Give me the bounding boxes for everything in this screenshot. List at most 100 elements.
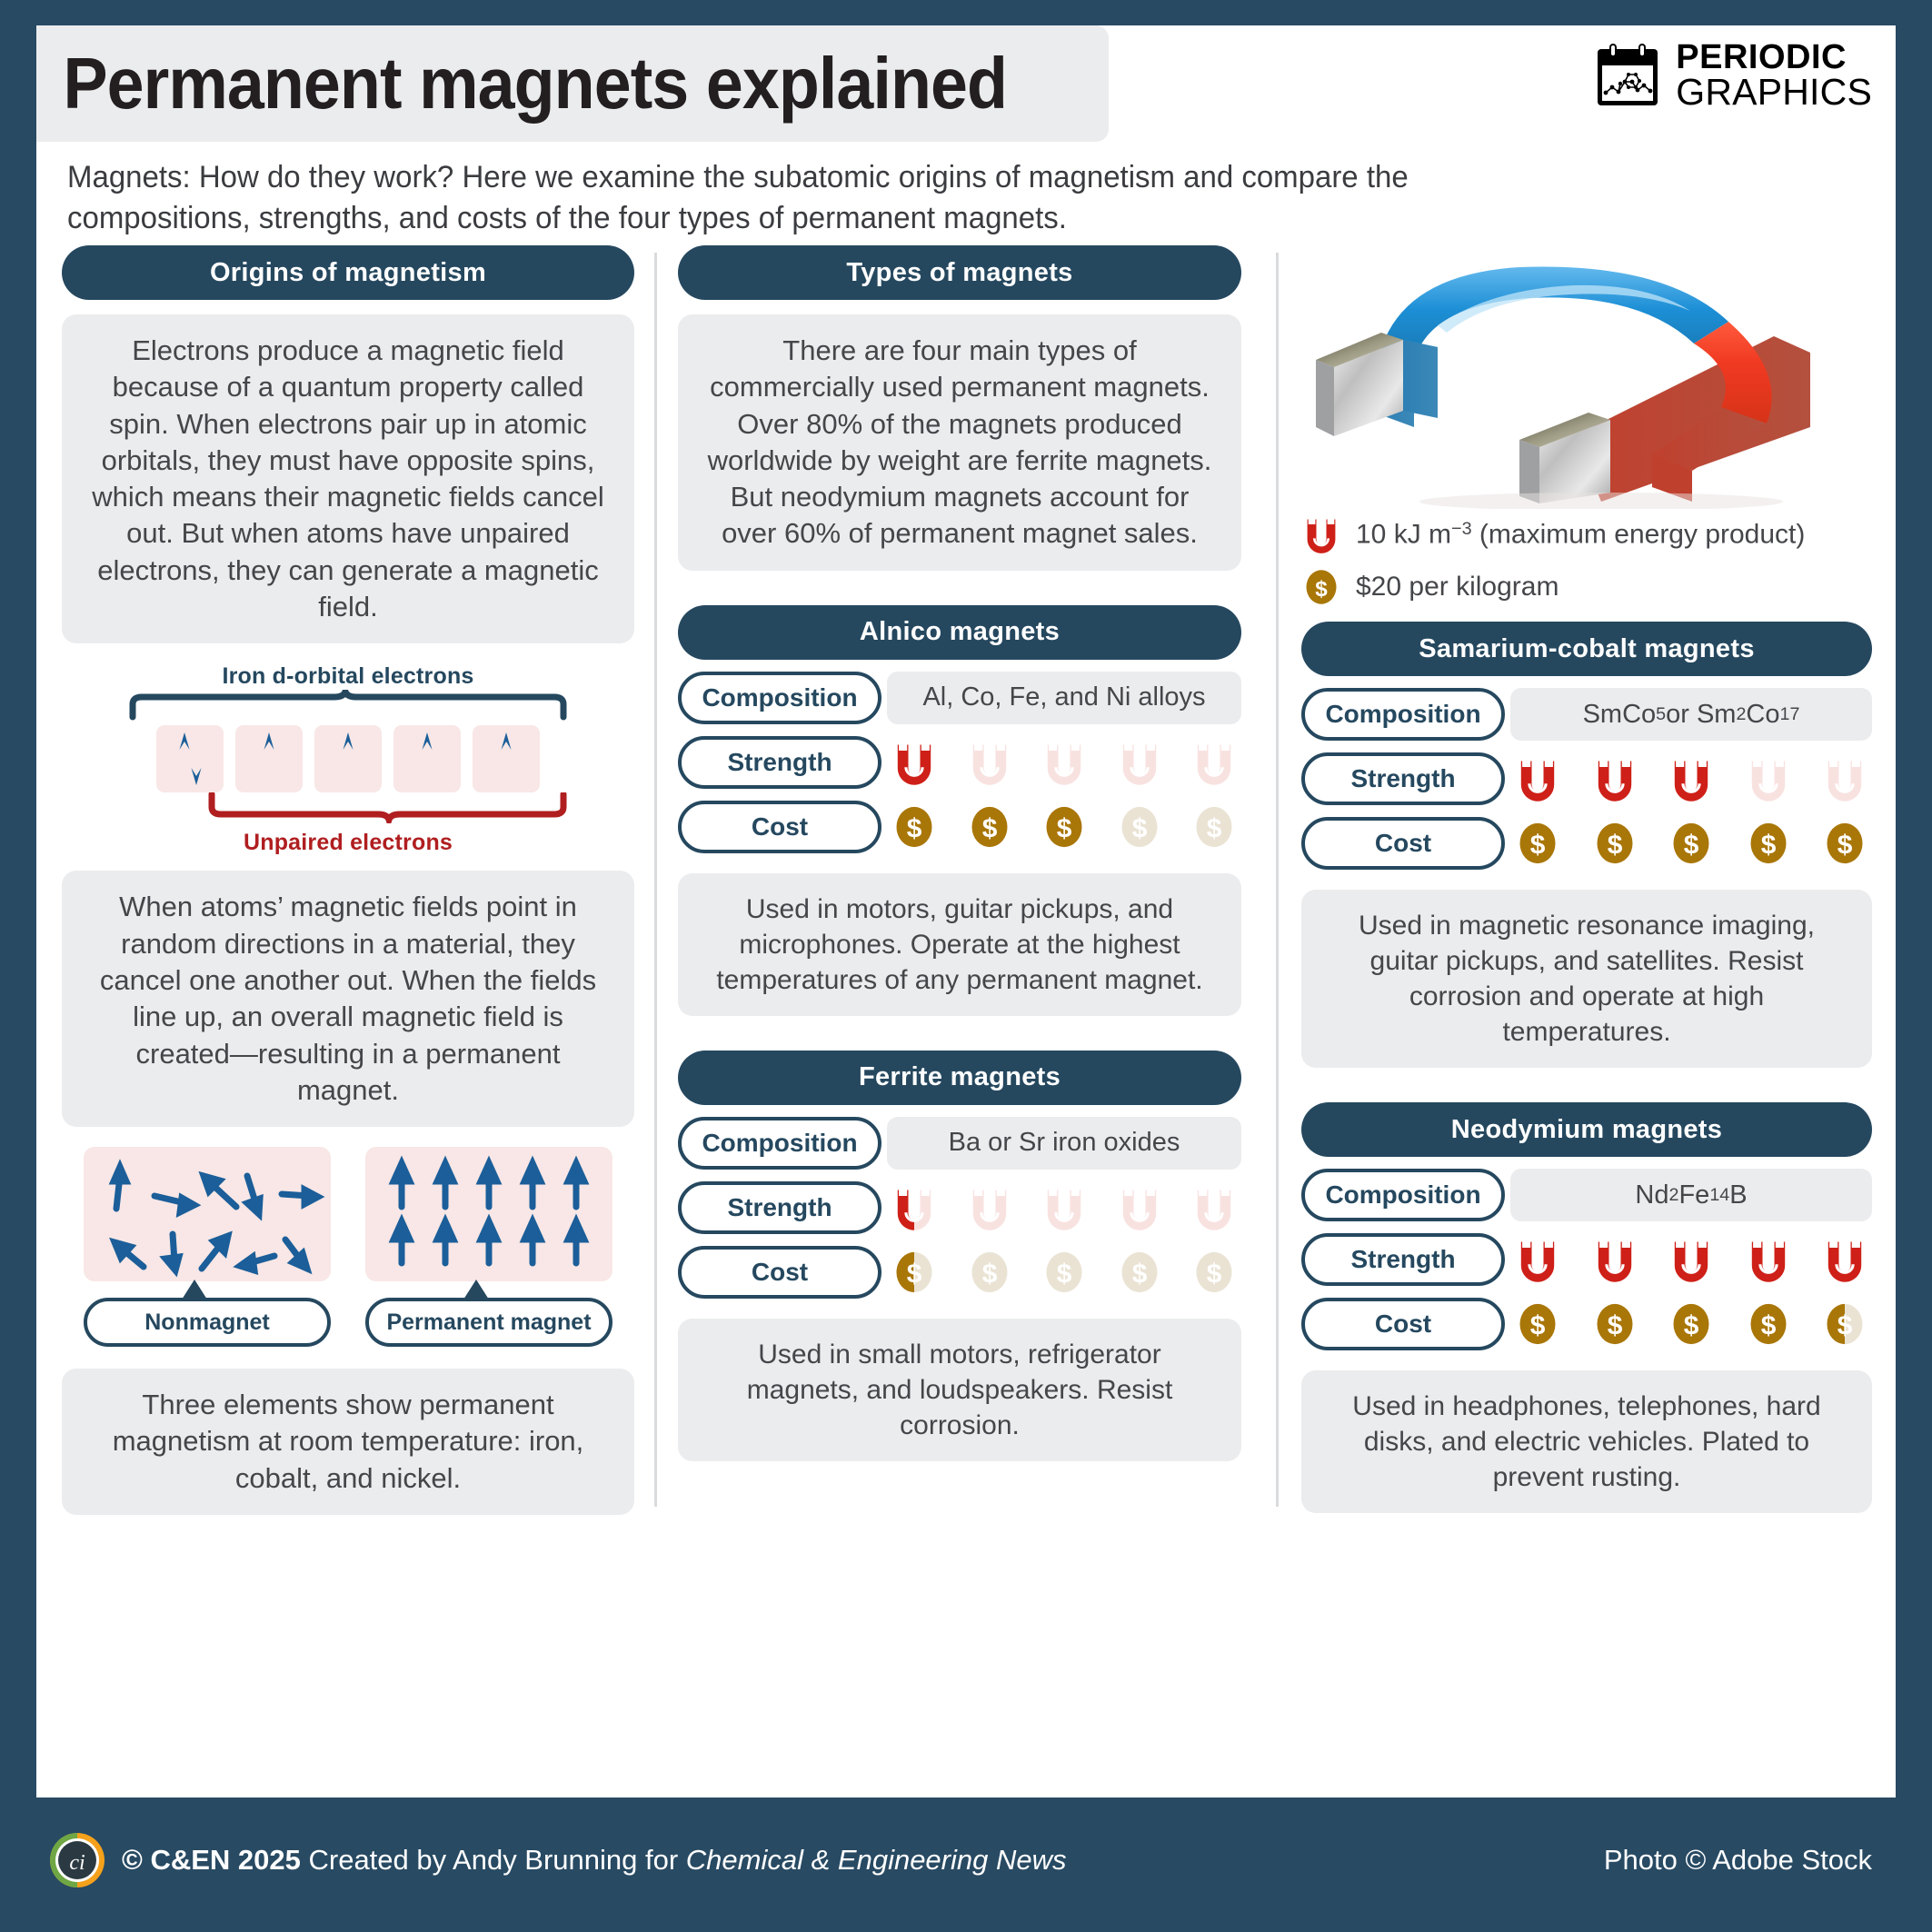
alnico-composition-value: Al, Co, Fe, and Ni alloys [887, 671, 1241, 724]
paired-spin-arrows-icon [179, 732, 202, 786]
label-composition: Composition [1301, 688, 1505, 741]
magnet-icon-empty [1197, 1190, 1231, 1230]
label-strength: Strength [678, 735, 881, 789]
dollar-coin-icon-filled: $ [896, 806, 932, 847]
magnet-icon-filled [1598, 1241, 1631, 1282]
origins-paragraph-3: Three elements show permanent magnetism … [62, 1369, 634, 1516]
footer: ci © C&EN 2025 Created by Andy Brunning … [36, 1810, 1896, 1910]
domain-pointers-icon [182, 1280, 489, 1300]
dollar-coin-icon-empty: $ [1121, 1251, 1157, 1292]
svg-text:$: $ [1607, 831, 1622, 861]
magnet-icon-filled [1674, 761, 1708, 802]
up-spin-arrow-icon [501, 732, 512, 784]
legend-energy-text: 10 kJ m−3 (maximum energy product) [1356, 518, 1806, 550]
alnico-composition-row: Composition Al, Co, Fe, and Ni alloys [678, 671, 1241, 724]
logo-line-1: PERIODIC [1676, 38, 1847, 77]
footer-copyright: © C&EN 2025 [122, 1844, 301, 1876]
magnet-icon-empty [1047, 1190, 1081, 1230]
svg-text:$: $ [1837, 831, 1853, 861]
label-strength: Strength [1301, 1233, 1505, 1286]
dollar-coin-icon-filled: $ [1597, 1303, 1632, 1345]
alnico-strength-row: Strength [678, 735, 1241, 789]
dollar-coin-icon-filled: $ [1597, 822, 1632, 864]
card-ferrite: Ferrite magnets Composition Ba or Sr iro… [678, 1050, 1241, 1461]
dollar-coin-icon-filled: $ [1750, 1303, 1786, 1345]
magnet-icon-empty [1122, 744, 1156, 785]
magnet-icon-filled [1520, 761, 1555, 802]
svg-text:$: $ [1684, 1311, 1699, 1341]
periodic-graphics-logo: PERIODIC GRAPHICS [1592, 38, 1872, 113]
svg-text:$: $ [1530, 1311, 1546, 1341]
up-spin-arrow-icon [264, 732, 274, 784]
dollar-coin-icon-filled: $ [1673, 822, 1709, 864]
domain-illustrations [62, 1147, 634, 1282]
page-title: Permanent magnets explained [63, 43, 1008, 124]
orbital-box-paired [156, 725, 224, 793]
types-paragraph: There are four main types of commerciall… [678, 314, 1241, 571]
alnico-description: Used in motors, guitar pickups, and micr… [678, 872, 1241, 1016]
magnet-icon-empty [972, 744, 1006, 785]
orbital-row [62, 725, 634, 793]
magnet-icon-filled [1751, 1241, 1785, 1282]
svg-text:$: $ [1530, 831, 1546, 861]
svg-text:$: $ [907, 1259, 922, 1289]
footer-publication: Chemical & Engineering News [685, 1844, 1067, 1876]
dollar-coin-icon-empty: $ [971, 1251, 1007, 1292]
ferrite-cost-icons: $ $ $ $ $ $ [891, 1246, 1241, 1299]
orbital-diagram: Iron d-orbital electrons [62, 663, 634, 856]
svg-text:$: $ [981, 813, 997, 843]
subtitle: Magnets: How do they work? Here we exami… [67, 157, 1809, 239]
orbital-box-unpaired-4 [473, 725, 540, 793]
white-card: Permanent magnets explained [36, 25, 1896, 1798]
magnet-icon-filled [1827, 1241, 1862, 1282]
footer-credit-pre: Created by Andy Brunning for [300, 1844, 686, 1876]
dollar-coin-icon-empty: $ [1046, 1251, 1082, 1292]
dollar-coin-icon-filled: $ [1827, 822, 1863, 864]
smco-heading: Samarium-cobalt magnets [1301, 622, 1872, 676]
magnet-icon-empty [1827, 761, 1862, 802]
permanent-magnet-domain-box [365, 1147, 612, 1282]
ci-logo-icon: ci [50, 1833, 105, 1887]
neo-strength-row: Strength [1301, 1233, 1872, 1286]
dollar-coin-icon-filled: $ [1046, 806, 1082, 847]
neo-strength-icons [1514, 1233, 1872, 1286]
tag-permanent-magnet: Permanent magnet [365, 1298, 612, 1348]
ferrite-heading: Ferrite magnets [678, 1050, 1241, 1105]
magnet-icon-filled [1674, 1241, 1708, 1282]
dollar-coin-icon-filled: $ [971, 806, 1007, 847]
domain-tags: Nonmagnet Permanent magnet [62, 1298, 634, 1348]
neo-heading: Neodymium magnets [1301, 1102, 1872, 1157]
neo-cost-icons: $ $ $ $ $ $ [1514, 1298, 1872, 1350]
ferrite-strength-row: Strength [678, 1180, 1241, 1234]
dollar-coin-icon-filled: $ [1519, 822, 1556, 864]
ferrite-cost-row: Cost $ $ $ $ $ $ [678, 1245, 1241, 1299]
dollar-coin-icon-empty: $ [1196, 1251, 1232, 1292]
svg-text:$: $ [1207, 813, 1222, 843]
magnet-icon-empty [972, 1190, 1006, 1230]
svg-text:$: $ [1684, 831, 1699, 861]
smco-strength-row: Strength [1301, 752, 1872, 805]
column-divider-2 [1276, 253, 1279, 1507]
magnet-icon-partial [897, 1190, 931, 1230]
magnet-icon-empty [1197, 744, 1231, 785]
magnet-icon-filled [897, 744, 931, 785]
svg-text:$: $ [1057, 1259, 1072, 1289]
svg-text:$: $ [1131, 1259, 1147, 1289]
up-spin-arrow-icon [343, 732, 354, 784]
smco-description: Used in magnetic resonance imaging, guit… [1301, 890, 1872, 1068]
alnico-strength-icons [891, 736, 1241, 789]
magnet-icon-filled [1598, 761, 1631, 802]
columns-area: Origins of magnetism Electrons produce a… [36, 245, 1896, 1518]
brace-top-icon [129, 682, 567, 721]
logo-line-2: GRAPHICS [1676, 70, 1872, 113]
header-band: Permanent magnets explained [36, 25, 1109, 142]
magnet-icon-empty [1047, 744, 1081, 785]
neo-cost-row: Cost $ $ $ $ $ $ [1301, 1298, 1872, 1350]
origins-paragraph-1: Electrons produce a magnetic field becau… [62, 314, 634, 644]
horseshoe-magnet-icon [1316, 266, 1810, 511]
nonmagnet-domain-box [84, 1147, 331, 1282]
